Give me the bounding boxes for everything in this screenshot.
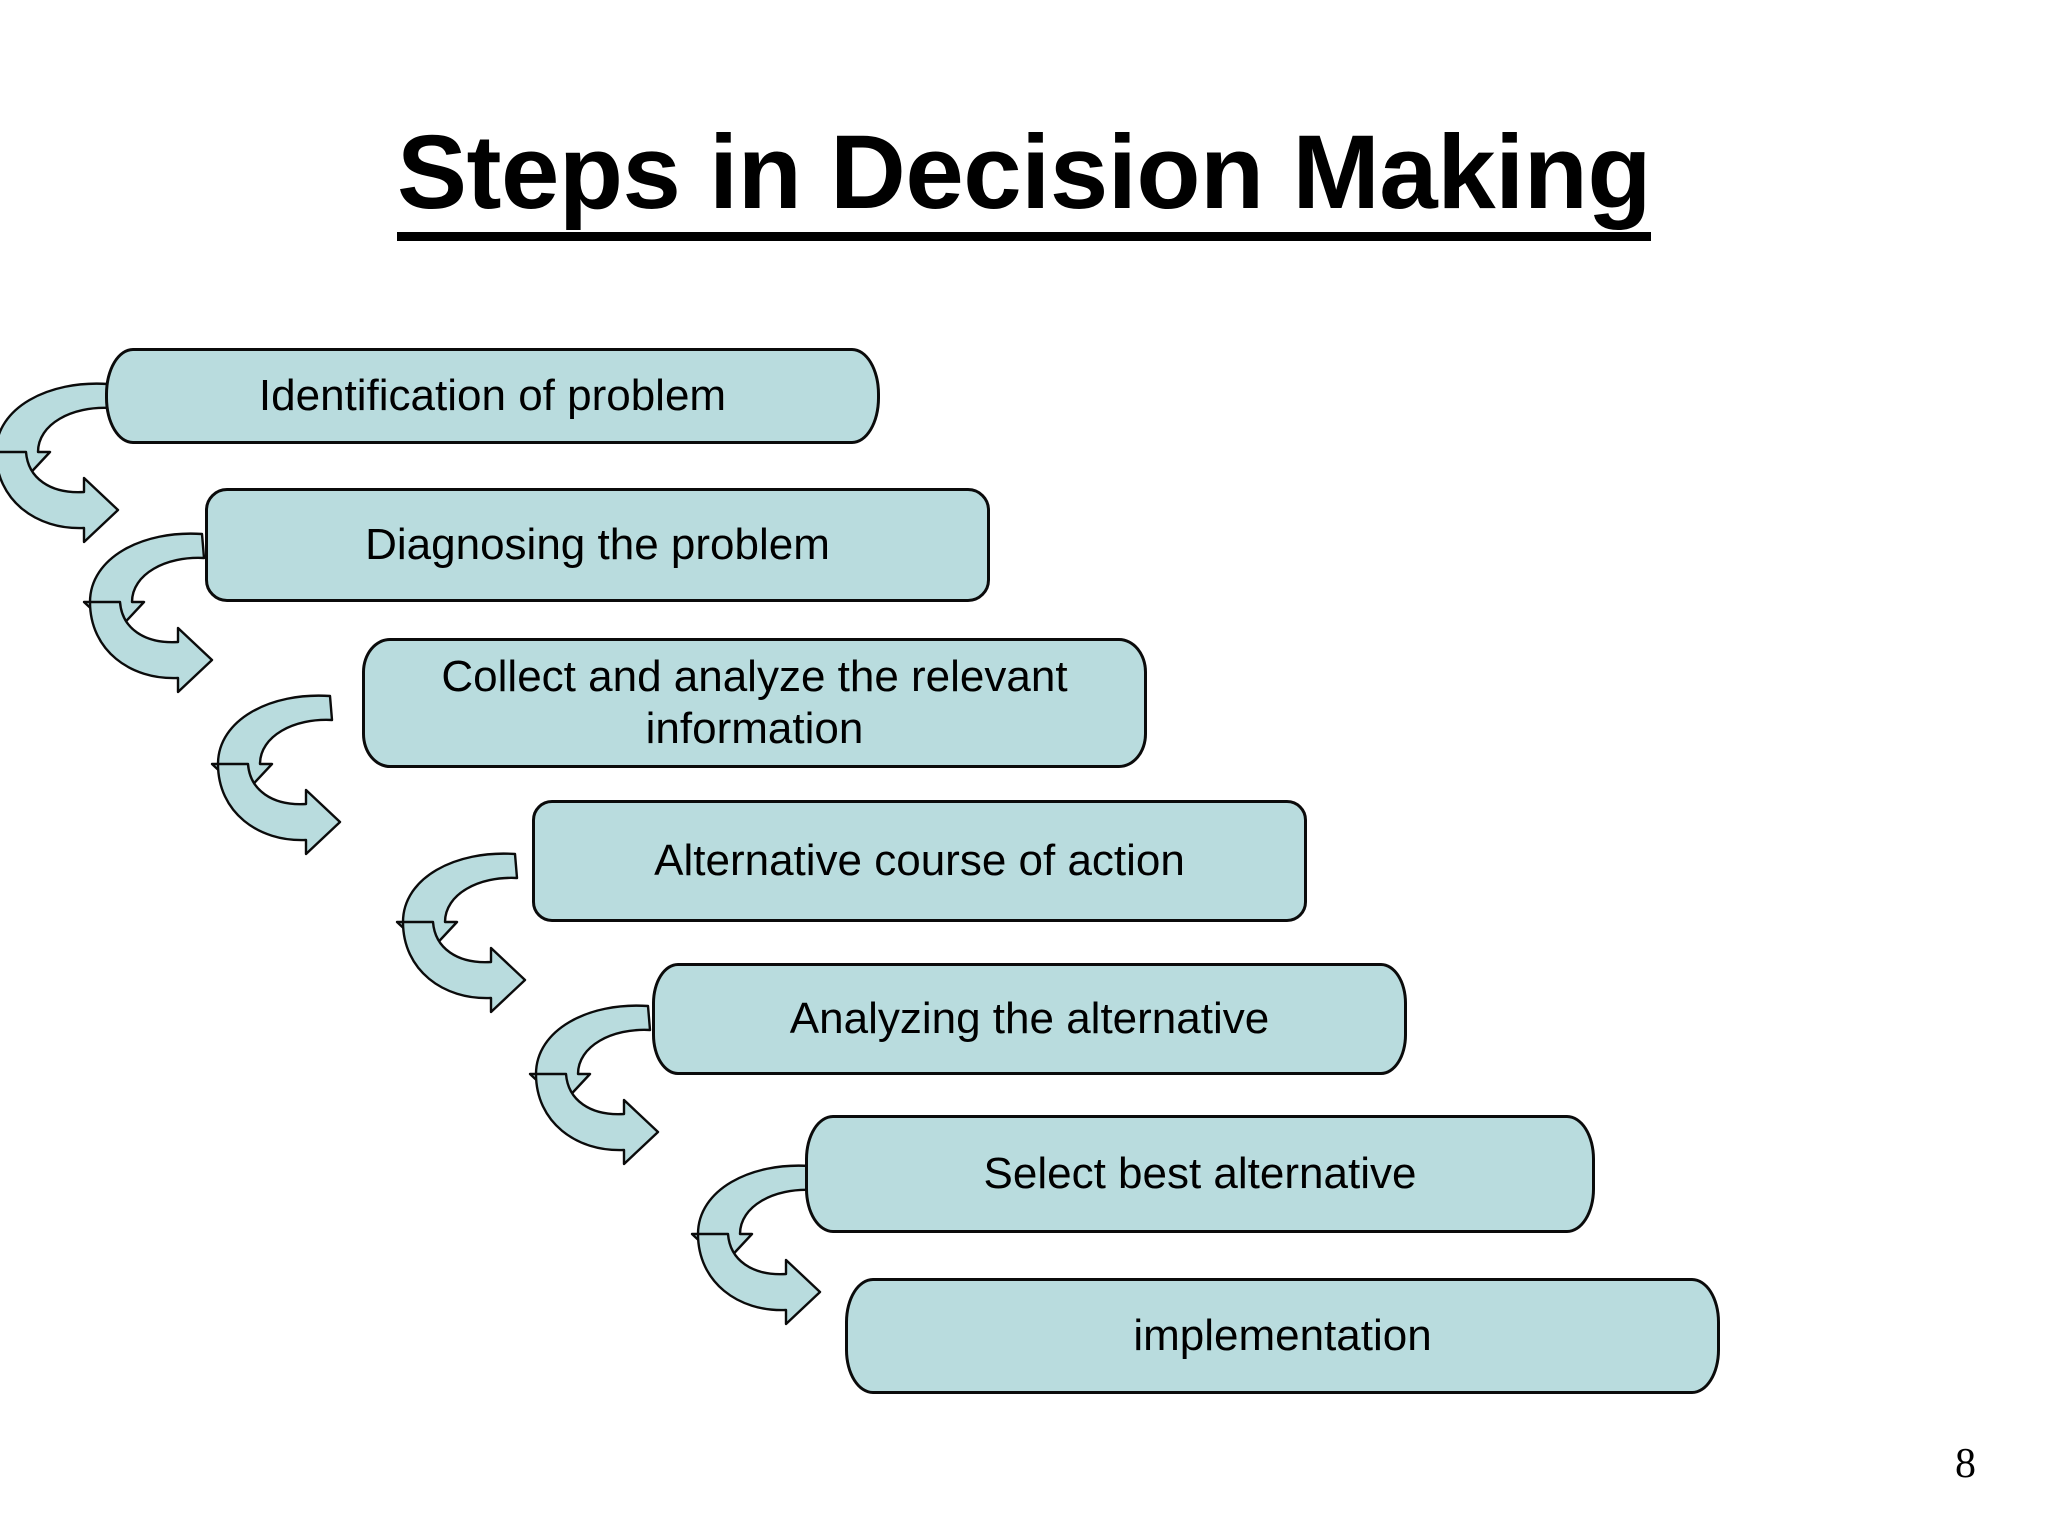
step-box-6-label: Select best alternative (983, 1149, 1417, 1199)
connector-arrow-1 (0, 378, 120, 548)
page-title-text: Steps in Decision Making (396, 117, 1652, 242)
step-box-4[interactable]: Alternative course of action (532, 800, 1307, 922)
connector-arrow-4 (395, 848, 527, 1018)
step-box-7-label: implementation (1133, 1311, 1432, 1361)
step-box-2-label: Diagnosing the problem (365, 520, 830, 570)
step-box-7[interactable]: implementation (845, 1278, 1720, 1394)
step-box-5-label: Analyzing the alternative (789, 994, 1270, 1044)
page-title: Steps in Decision Making (0, 117, 2048, 242)
step-box-5[interactable]: Analyzing the alternative (652, 963, 1407, 1075)
step-box-3-label: Collect and analyze the relevant informa… (441, 652, 1068, 753)
step-box-1-label: Identification of problem (258, 371, 727, 421)
connector-arrow-3 (210, 690, 342, 860)
connector-arrow-2 (82, 528, 214, 698)
step-box-4-label: Alternative course of action (654, 836, 1185, 886)
step-box-2[interactable]: Diagnosing the problem (205, 488, 990, 602)
connector-arrow-6 (690, 1160, 822, 1330)
page-number: 8 (1955, 1441, 1976, 1487)
step-box-1[interactable]: Identification of problem (105, 348, 880, 444)
step-box-3[interactable]: Collect and analyze the relevant informa… (362, 638, 1147, 768)
step-box-6[interactable]: Select best alternative (805, 1115, 1595, 1233)
connector-arrow-5 (528, 1000, 660, 1170)
